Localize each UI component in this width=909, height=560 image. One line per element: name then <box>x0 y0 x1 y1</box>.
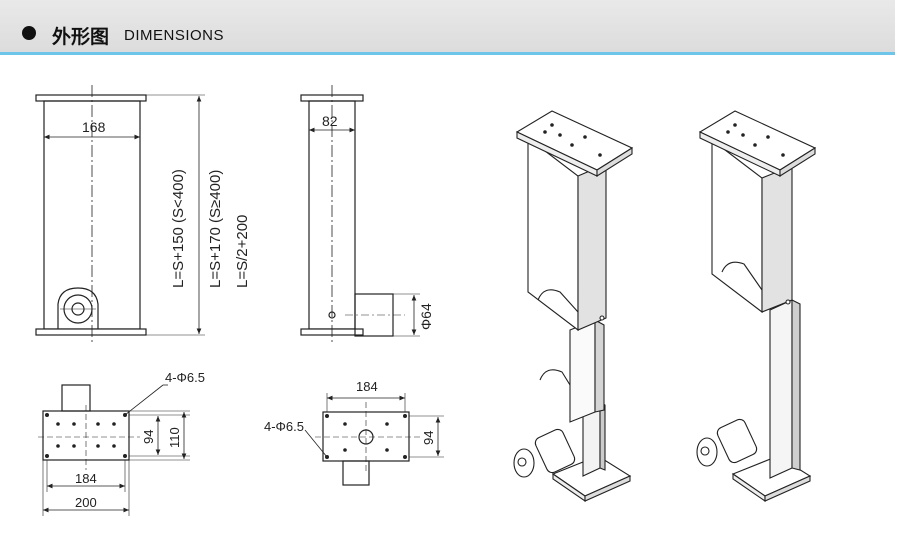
br-dim-94: 94 <box>421 431 436 445</box>
front-height-formula-2: L=S+170 (S≥400) <box>207 170 224 288</box>
bl-hole-callout: 4-Φ6.5 <box>165 370 205 385</box>
bullet-icon <box>22 26 36 40</box>
bl-dim-94: 94 <box>141 430 156 444</box>
front-view <box>35 85 205 345</box>
front-height-formula-3: L=S/2+200 <box>234 215 251 288</box>
section-title-en: DIMENSIONS <box>124 27 225 44</box>
bottom-right-plan <box>304 393 444 486</box>
bottom-left-plan <box>38 384 190 516</box>
bl-dim-184: 184 <box>75 471 97 486</box>
br-dim-184: 184 <box>356 379 378 394</box>
bl-dim-110: 110 <box>167 427 182 448</box>
isometric-view-retracted <box>696 110 817 503</box>
header-accent-line <box>0 52 895 55</box>
front-height-formula-1: L=S+150 (S<400) <box>170 169 187 288</box>
isometric-view-extended <box>513 110 634 503</box>
bl-dim-200: 200 <box>75 495 97 510</box>
section-header <box>0 0 895 52</box>
side-diameter-dim: Φ64 <box>418 303 434 330</box>
section-title-cn: 外形图 <box>52 26 110 48</box>
br-hole-callout: 4-Φ6.5 <box>264 419 304 434</box>
side-view <box>300 85 420 345</box>
side-width-dim: 82 <box>322 113 338 129</box>
front-width-dim: 168 <box>82 119 106 135</box>
